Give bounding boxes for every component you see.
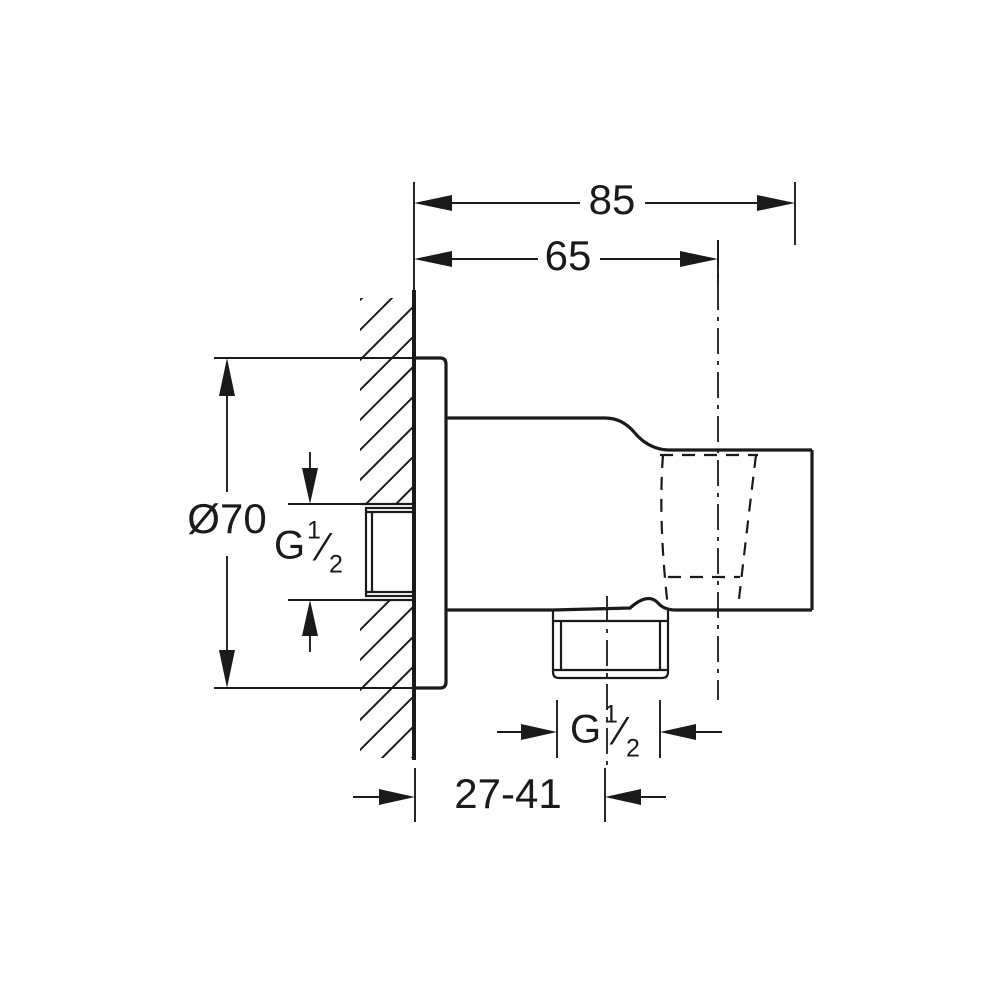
arrow-right-85: [757, 195, 795, 211]
arrow-top-inlet-thread: [302, 468, 318, 504]
inlet-thread-label: G 1 ⁄ 2: [274, 517, 343, 579]
internal-socket-hidden-lines: [660, 453, 758, 609]
dimension-inlet-thread: G 1 ⁄ 2: [274, 452, 366, 652]
dimension-label-diameter-70: Ø70: [187, 495, 266, 542]
union-body-outline: [446, 416, 814, 612]
inlet-thread-numerator: 1: [307, 517, 321, 545]
arrow-left-65: [414, 251, 452, 267]
inlet-thread-prefix: G: [274, 524, 305, 568]
arrow-left-outlet-thread: [521, 724, 557, 740]
arrow-right-65: [680, 251, 718, 267]
arrow-left-85: [414, 195, 452, 211]
dimension-diameter-70: Ø70: [187, 357, 414, 689]
dimension-outlet-thread: G 1 ⁄ 2: [497, 700, 722, 763]
inlet-thread-body: [364, 506, 416, 598]
dimension-label-65: 65: [545, 232, 592, 279]
center-lines: [606, 240, 719, 770]
inlet-thread-denominator: 2: [329, 551, 343, 579]
arrow-bottom-inlet-thread: [302, 600, 318, 636]
outlet-thread-numerator: 1: [604, 701, 618, 729]
outlet-thread-prefix: G: [570, 708, 601, 752]
outlet-thread-denominator: 2: [626, 735, 640, 763]
arrow-bottom-d70: [219, 650, 235, 688]
dimension-wall-thickness: 27-41: [353, 768, 666, 822]
arrow-right-outlet-thread: [660, 724, 696, 740]
dimension-label-85: 85: [589, 176, 636, 223]
outlet-thread-label: G 1 ⁄ 2: [570, 701, 640, 763]
dimension-label-wall-thickness: 27-41: [454, 770, 561, 817]
arrow-top-d70: [219, 358, 235, 396]
outlet-thread-boss: [551, 610, 670, 680]
dimension-65: 65: [413, 228, 719, 290]
arrow-left-wall-thickness: [379, 789, 415, 805]
arrow-right-wall-thickness: [605, 789, 641, 805]
wall-section-hatching: [360, 290, 416, 760]
dimension-85: 85: [413, 176, 796, 245]
escutcheon-flange: [414, 356, 448, 690]
